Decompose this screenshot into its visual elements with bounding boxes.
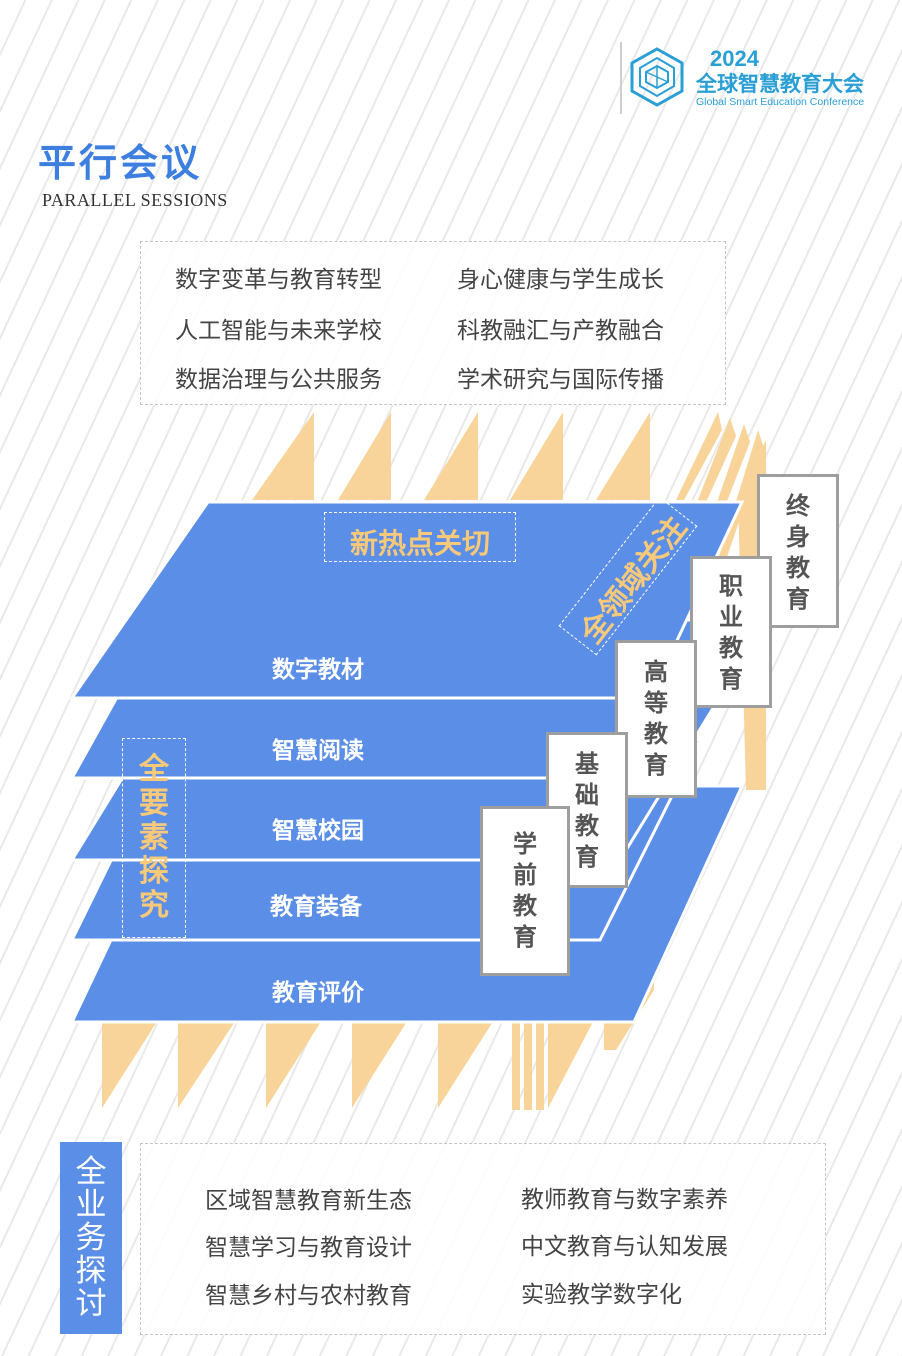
hot-topics-box: 新热点关切 (324, 512, 516, 562)
topic-item: 身心健康与学生成长 (457, 267, 664, 293)
stage-box-vocational: 职业教育 (690, 556, 772, 708)
conference-name-cn: 全球智慧教育大会 (696, 72, 864, 96)
topic-item: 智慧乡村与农村教育 (205, 1283, 412, 1309)
layer-digital-textbooks (69, 500, 745, 700)
topic-item: 数字变革与教育转型 (175, 267, 382, 293)
bottom-topics-box: 区域智慧教育新生态 教师教育与数字素养 智慧学习与教育设计 中文教育与认知发展 … (140, 1143, 826, 1335)
all-business-label: 全业务探讨 (75, 1154, 107, 1322)
layer-label: 教育评价 (272, 980, 364, 1006)
topic-item: 区域智慧教育新生态 (205, 1188, 412, 1214)
all-business-tag: 全业务探讨 (60, 1142, 122, 1334)
conference-name-en: Global Smart Education Conference (696, 96, 865, 108)
topic-item: 中文教育与认知发展 (521, 1234, 728, 1260)
top-topics-box: 数字变革与教育转型 身心健康与学生成长 人工智能与未来学校 科教融汇与产教融合 … (140, 241, 726, 405)
bottom-spikes (102, 960, 654, 1110)
topic-item: 科教融汇与产教融合 (457, 318, 664, 344)
topic-item: 智慧学习与教育设计 (205, 1235, 412, 1261)
layer-label: 数字教材 (272, 657, 364, 683)
topic-item: 实验教学数字化 (521, 1282, 682, 1308)
stage-box-higher: 高等教育 (615, 640, 697, 798)
all-elements-box: 全要素探究 (122, 738, 186, 938)
stage-box-preschool: 学前教育 (480, 806, 570, 976)
layer-label: 智慧阅读 (272, 738, 364, 764)
page-subtitle: PARALLEL SESSIONS (42, 190, 228, 210)
logo-divider (620, 42, 622, 114)
conference-logo-icon (630, 47, 684, 107)
layer-label: 教育装备 (270, 894, 362, 920)
stage-label: 基础教育 (575, 750, 599, 871)
stage-label: 学前教育 (513, 830, 537, 951)
conference-year: 2024 (710, 46, 759, 71)
layer-label: 智慧校园 (272, 818, 364, 844)
topic-item: 数据治理与公共服务 (175, 367, 382, 393)
stage-label: 终身教育 (786, 492, 810, 613)
page-title: 平行会议 (38, 141, 203, 185)
topic-item: 学术研究与国际传播 (457, 367, 664, 393)
all-elements-label: 全要素探究 (139, 752, 169, 923)
hot-topics-label: 新热点关切 (349, 527, 490, 560)
topic-item: 教师教育与数字素养 (521, 1187, 728, 1213)
stage-label: 职业教育 (719, 572, 743, 693)
stage-label: 高等教育 (644, 658, 668, 779)
topic-item: 人工智能与未来学校 (175, 318, 382, 344)
